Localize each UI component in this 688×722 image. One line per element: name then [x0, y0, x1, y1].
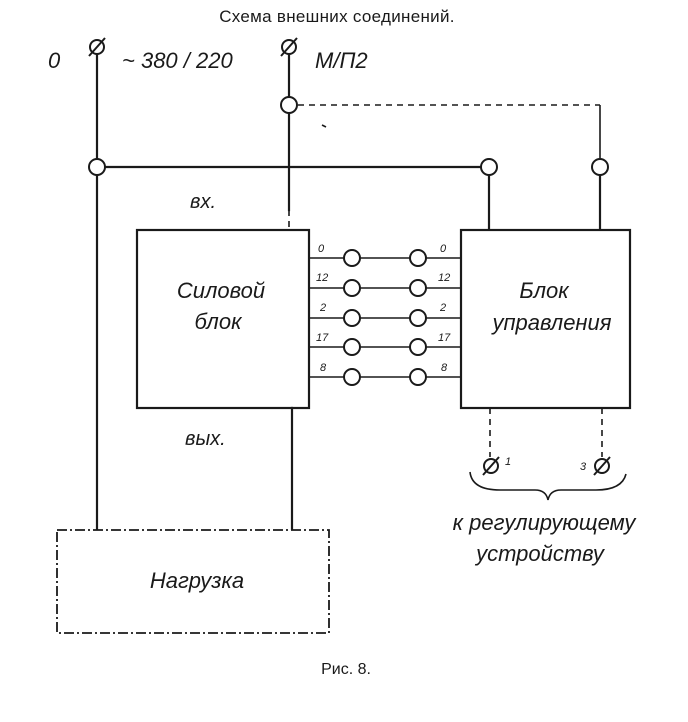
regulator-terminal-right [593, 456, 611, 476]
connection-left-label: 12 [316, 272, 328, 284]
connection-row: 2 2 [309, 302, 461, 327]
connection-row: 8 8 [309, 362, 461, 386]
regulator-terminal-right-label: 3 [580, 461, 587, 473]
connection-row: 17 17 [309, 332, 461, 356]
control-block-label-line1: Блок [519, 278, 570, 303]
figure-caption: Рис. 8. [321, 661, 371, 678]
power-block [135, 228, 311, 410]
terminal-zero-label: 0 [48, 48, 61, 73]
power-block-label-line1: Силовой [177, 278, 265, 303]
dash-mark [321, 124, 327, 128]
terminal-supply-label: ~ 380 / 220 [122, 48, 233, 73]
load-block-label: Нагрузка [150, 568, 244, 593]
control-block-label-line2: управления [490, 310, 611, 335]
terminal-mp-label: М/П2 [315, 48, 368, 73]
diagram-title: Схема внешних соединений. [219, 7, 455, 26]
regulator-label-line2: устройству [474, 541, 606, 566]
connection-left-label: 0 [318, 243, 325, 255]
junction-zero [88, 158, 106, 176]
connection-left-label: 17 [316, 332, 329, 344]
regulator-terminal-left-label: 1 [505, 456, 511, 468]
control-block [459, 228, 632, 410]
load-block [56, 529, 330, 634]
regulator-label-line1: к регулирующему [453, 510, 638, 535]
power-block-label-line2: блок [195, 309, 244, 334]
connection-row: 12 12 [309, 272, 461, 297]
connection-left-label: 2 [319, 302, 326, 314]
connection-right-label: 8 [441, 362, 448, 374]
junction-mp [280, 96, 298, 114]
junction-control-left [480, 158, 498, 176]
output-label: вых. [185, 428, 226, 450]
regulator-terminal-left [482, 456, 500, 476]
regulator-brace [469, 471, 627, 501]
connection-row: 0 0 [309, 243, 461, 267]
connection-left-label: 8 [320, 362, 327, 374]
connection-right-label: 12 [438, 272, 450, 284]
input-label: вх. [190, 191, 216, 213]
connection-right-label: 0 [440, 243, 447, 255]
terminal-zero-symbol [88, 37, 106, 57]
junction-control-right [591, 158, 609, 176]
connection-right-label: 2 [439, 302, 446, 314]
connection-right-label: 17 [438, 332, 451, 344]
terminal-mp-symbol [280, 37, 298, 57]
